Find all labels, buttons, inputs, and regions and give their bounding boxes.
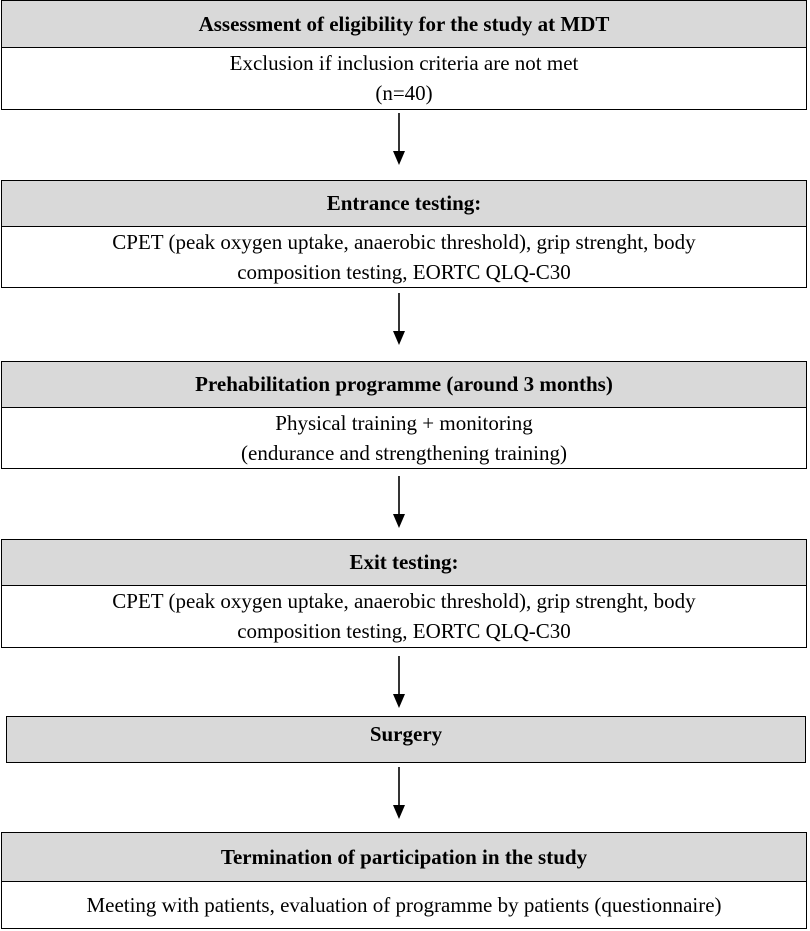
step-entrance-testing-box: Entrance testing: CPET (peak oxygen upta… bbox=[1, 180, 807, 288]
step-exit-testing-body: CPET (peak oxygen uptake, anaerobic thre… bbox=[2, 585, 806, 646]
step-prehabilitation-box: Prehabilitation programme (around 3 mont… bbox=[1, 361, 807, 469]
step-termination-line-1: Meeting with patients, evaluation of pro… bbox=[86, 892, 722, 917]
arrow-down-icon bbox=[391, 767, 407, 819]
step-eligibility-line-2: (n=40) bbox=[375, 81, 433, 105]
step-eligibility-body: Exclusion if inclusion criteria are not … bbox=[2, 47, 806, 108]
step-exit-testing-line-2: composition testing, EORTC QLQ-C30 bbox=[237, 619, 571, 643]
step-termination-title: Termination of participation in the stud… bbox=[2, 833, 806, 881]
step-eligibility-box: Assessment of eligibility for the study … bbox=[1, 0, 807, 110]
step-exit-testing-line-1: CPET (peak oxygen uptake, anaerobic thre… bbox=[112, 589, 696, 613]
step-termination-body: Meeting with patients, evaluation of pro… bbox=[2, 881, 806, 927]
step-prehabilitation-body: Physical training + monitoring (enduranc… bbox=[2, 407, 806, 467]
step-entrance-testing-line-1: CPET (peak oxygen uptake, anaerobic thre… bbox=[112, 229, 696, 254]
step-entrance-testing-line-2: composition testing, EORTC QLQ-C30 bbox=[237, 259, 571, 284]
step-entrance-testing-body: CPET (peak oxygen uptake, anaerobic thre… bbox=[2, 226, 806, 286]
step-prehabilitation-line-1: Physical training + monitoring bbox=[275, 410, 533, 435]
step-termination-box: Termination of participation in the stud… bbox=[1, 832, 807, 929]
step-eligibility-line-1: Exclusion if inclusion criteria are not … bbox=[229, 51, 579, 75]
arrow-down-icon bbox=[391, 113, 407, 165]
step-exit-testing-box: Exit testing: CPET (peak oxygen uptake, … bbox=[1, 539, 807, 648]
step-prehabilitation-line-2: (endurance and strengthening training) bbox=[241, 440, 567, 465]
step-surgery-box: Surgery bbox=[6, 716, 806, 763]
arrow-down-icon bbox=[391, 656, 407, 708]
step-prehabilitation-title: Prehabilitation programme (around 3 mont… bbox=[2, 362, 806, 407]
step-surgery-title: Surgery bbox=[7, 717, 805, 752]
arrow-down-icon bbox=[391, 476, 407, 528]
arrow-down-icon bbox=[391, 293, 407, 345]
step-entrance-testing-title: Entrance testing: bbox=[2, 181, 806, 226]
step-exit-testing-title: Exit testing: bbox=[2, 540, 806, 585]
step-eligibility-title: Assessment of eligibility for the study … bbox=[2, 1, 806, 47]
